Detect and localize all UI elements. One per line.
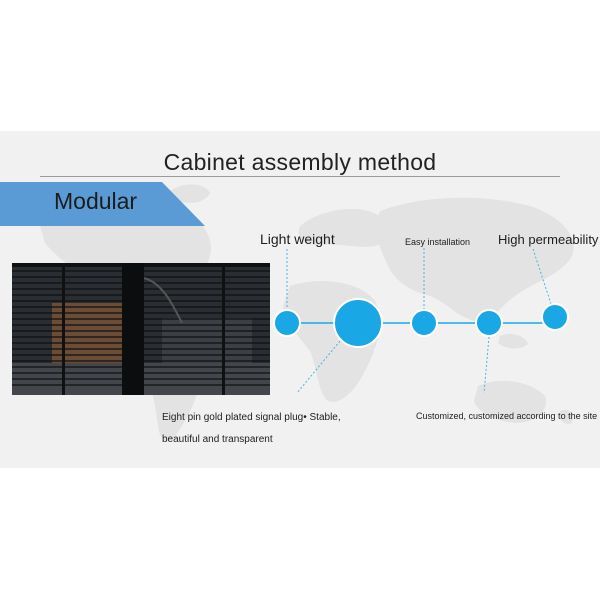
banner-label: Modular <box>54 188 138 214</box>
title-divider <box>40 176 560 177</box>
circle-high-permeability <box>541 303 569 331</box>
label-high-permeability: High permeability <box>498 232 599 247</box>
modular-banner <box>0 182 205 226</box>
page-title: Cabinet assembly method <box>163 149 437 175</box>
leader-high-permeability <box>532 248 553 308</box>
feature-timeline <box>273 248 569 394</box>
slide: Cabinet assembly method Modular <box>0 131 600 468</box>
leader-customized <box>483 336 490 394</box>
label-light-weight: Light weight <box>260 231 335 247</box>
circle-easy-installation <box>410 309 438 337</box>
desc-eight-pin-line2: beautiful and transparent <box>162 434 273 445</box>
cabinet-photo <box>12 263 270 395</box>
desc-customized: Customized, customized according to the … <box>416 411 598 421</box>
circle-main <box>333 298 383 348</box>
desc-eight-pin-line1: Eight pin gold plated signal plug• Stabl… <box>162 412 341 423</box>
label-easy-installation: Easy installation <box>405 237 471 247</box>
circle-customized <box>475 309 503 337</box>
circle-light-weight <box>273 309 301 337</box>
leader-eight-pin <box>296 340 341 394</box>
